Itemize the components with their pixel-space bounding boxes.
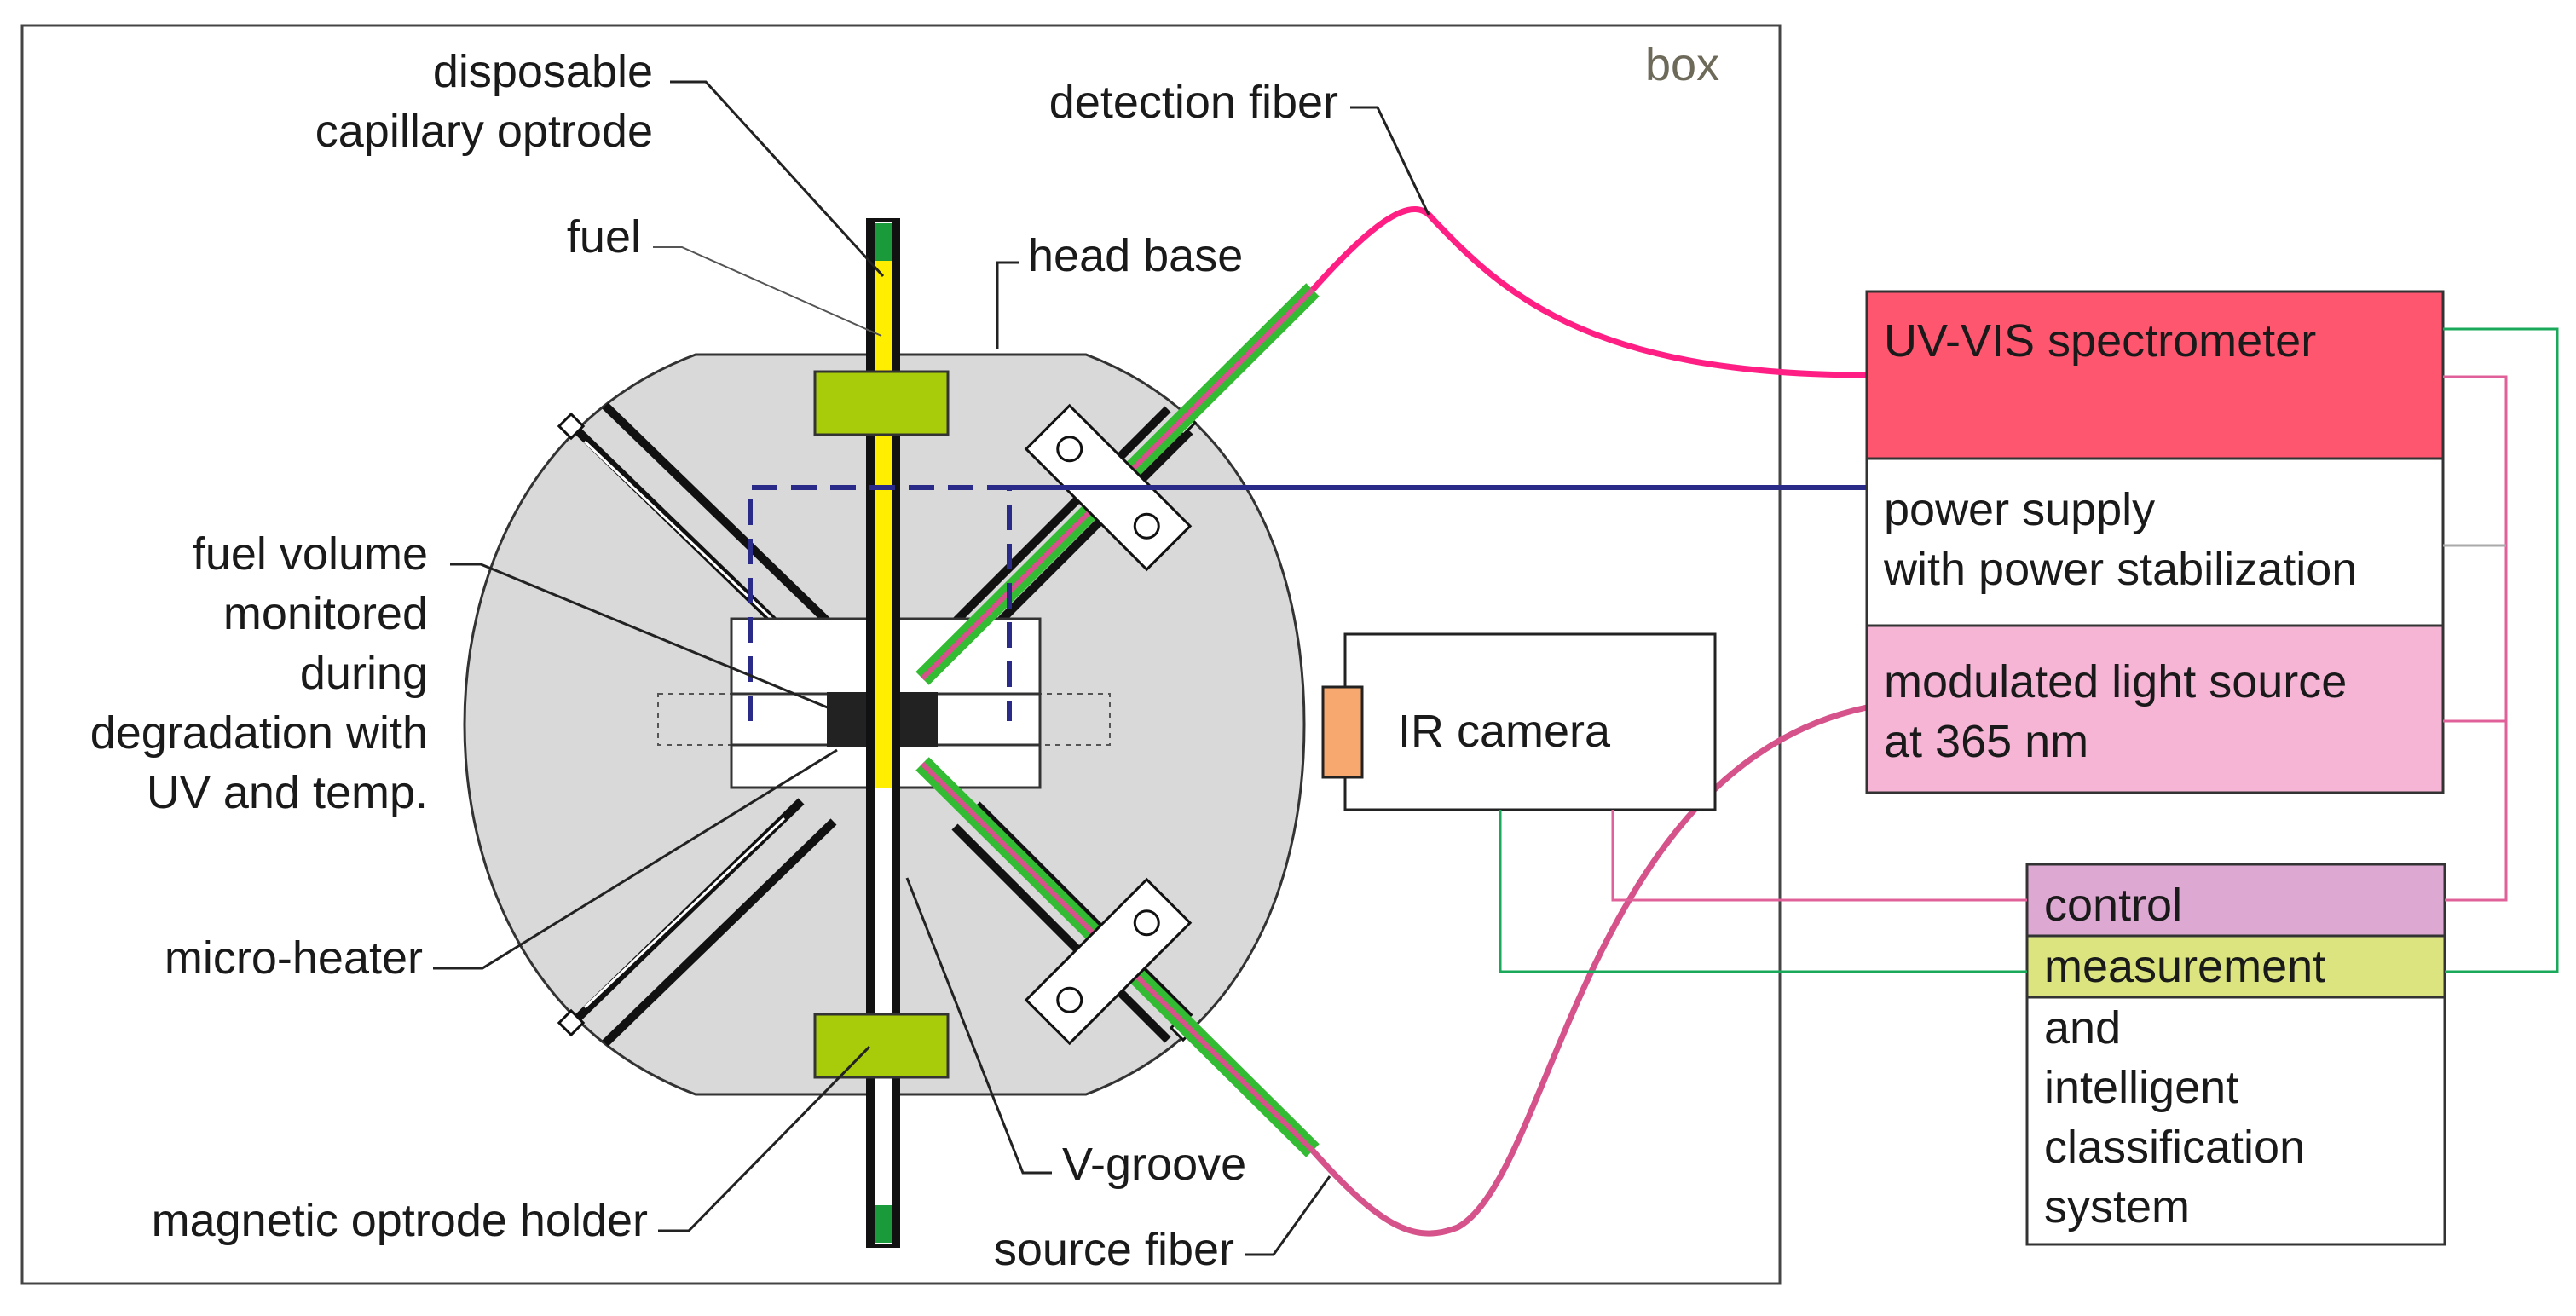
light-source-panel <box>1865 624 2445 794</box>
leader-disposable <box>670 80 885 278</box>
diagonal-groove-lower-left-light <box>583 817 786 1009</box>
label-source-fiber: source fiber <box>994 1224 1234 1275</box>
label-fuel-volume-1: fuel volume <box>193 528 428 580</box>
power-supply-panel <box>1865 457 2445 627</box>
power-supply-label-1: power supply <box>1884 484 2155 535</box>
leader-fuel <box>653 246 882 337</box>
label-magnetic-holder: magnetic optrode holder <box>152 1195 648 1246</box>
label-disposable-2: capillary optrode <box>315 106 653 157</box>
label-fuel-volume-4: degradation with <box>90 707 428 759</box>
label-detection-fiber: detection fiber <box>1049 77 1338 128</box>
label-head-base: head base <box>1028 230 1243 281</box>
ir-camera-label: IR camera <box>1398 706 1611 757</box>
ir-camera-body <box>1343 632 1717 811</box>
ir-camera-lens <box>1321 685 1364 779</box>
label-fuel: fuel <box>567 211 641 263</box>
power-supply-label-2: with power stabilization <box>1883 544 2357 595</box>
capillary-right-wall <box>892 220 898 1246</box>
fiber-clamp-lower <box>1024 877 1193 1046</box>
enclosure-box <box>20 24 1782 1285</box>
capillary-bottom-cap <box>875 1205 892 1243</box>
spectrometer-label: UV-VIS spectrometer <box>1884 315 2316 367</box>
capillary-left-wall <box>868 220 875 1246</box>
leader-micro-heater <box>433 748 838 970</box>
label-fuel-volume-2: monitored <box>223 588 428 639</box>
system-label-4: system <box>2044 1181 2190 1232</box>
leader-source-fiber <box>1245 1175 1331 1256</box>
label-disposable-1: disposable <box>433 46 653 97</box>
fuel-column <box>875 261 892 788</box>
leader-detection-fiber <box>1350 106 1430 216</box>
capillary-top-cap <box>875 223 892 261</box>
system-label-1: and <box>2044 1002 2121 1053</box>
control-row <box>2025 863 2446 938</box>
leader-fuel-volume <box>450 563 845 716</box>
leader-magnetic-holder <box>658 1045 871 1232</box>
leader-v-groove <box>905 877 1052 1175</box>
light-source-label-1: modulated light source <box>1884 656 2347 707</box>
heater-power-wire <box>748 485 1012 721</box>
control-label: control <box>2044 880 2182 931</box>
magnetic-holder-top <box>813 370 950 436</box>
spectrometer-panel <box>1865 290 2445 460</box>
control-wire-camera <box>1611 810 2027 902</box>
label-fuel-volume-3: during <box>300 648 428 699</box>
system-label-3: classification <box>2044 1122 2305 1173</box>
label-micro-heater: micro-heater <box>165 932 423 984</box>
label-fuel-volume-5: UV and temp. <box>147 767 428 818</box>
detection-fiber-cable <box>1310 205 1868 378</box>
magnetic-holder-bottom <box>813 1013 950 1079</box>
diagonal-groove-upper-right <box>951 406 1193 648</box>
light-source-label-2: at 365 nm <box>1884 716 2088 767</box>
control-wire-right <box>2443 375 2508 902</box>
measurement-row <box>2025 934 2446 999</box>
measurement-label: measurement <box>2044 941 2325 992</box>
label-v-groove: V-groove <box>1062 1139 1246 1190</box>
system-label-2: intelligent <box>2044 1062 2238 1113</box>
leader-head-base <box>996 261 1019 349</box>
measurement-wire-right <box>2443 327 2559 973</box>
measurement-wire-camera <box>1499 810 2027 973</box>
box-label: box <box>1645 39 1719 90</box>
